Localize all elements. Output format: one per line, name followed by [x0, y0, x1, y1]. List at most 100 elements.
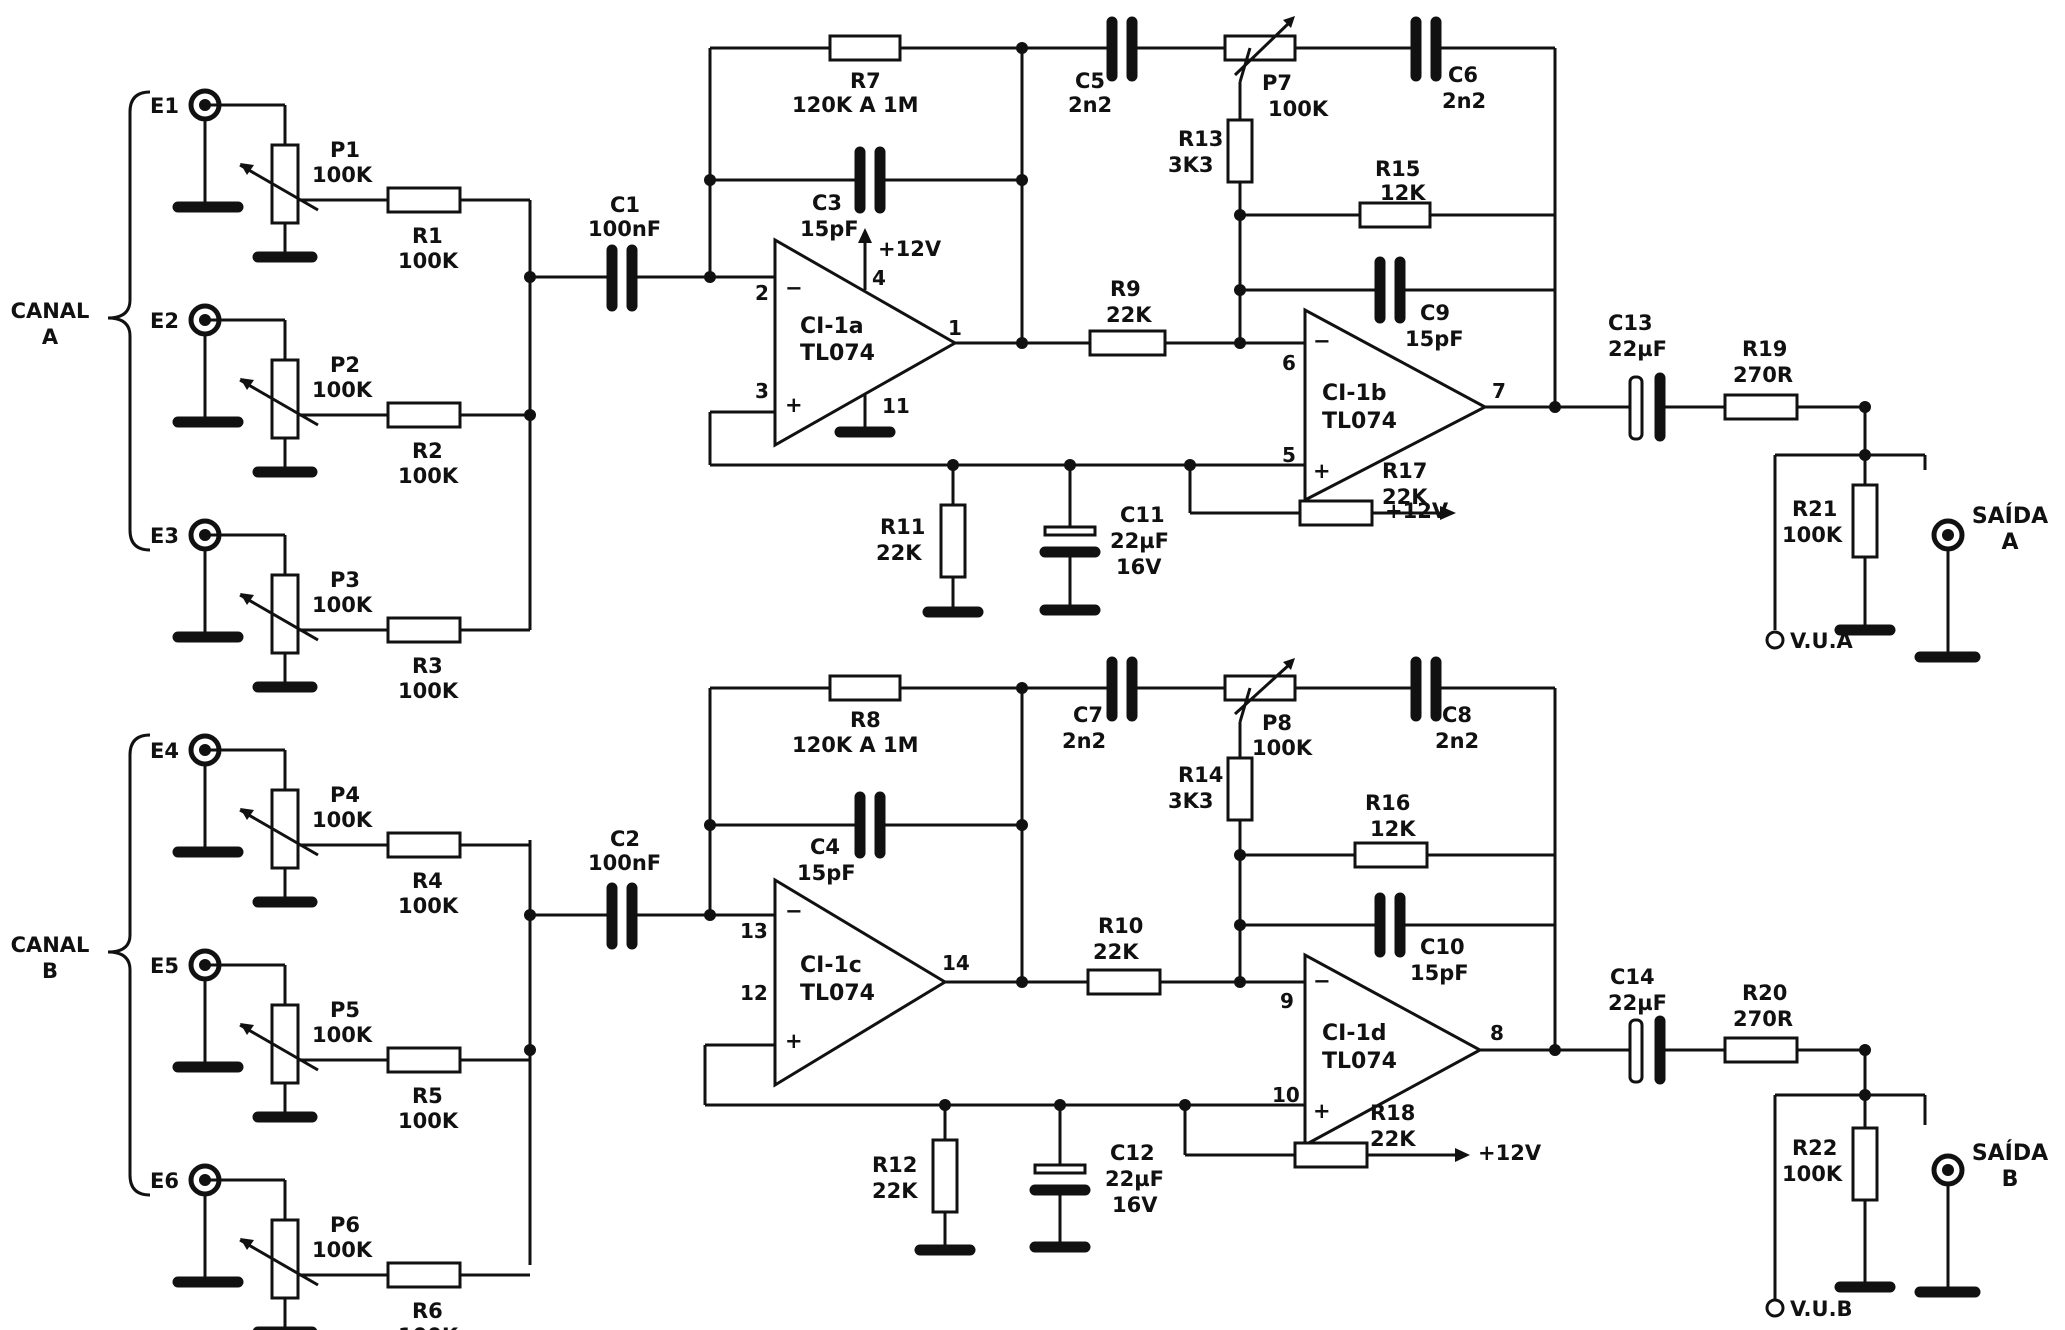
resistor-r6-value: 100K	[398, 1324, 459, 1330]
r22-value: 100K	[1782, 1162, 1843, 1186]
ci1b-name: CI-1b	[1322, 381, 1387, 406]
r15-name: R15	[1375, 157, 1420, 181]
r13-value: 3K3	[1168, 153, 1214, 177]
r16-resistor	[1353, 841, 1429, 869]
pin-1: 1	[948, 316, 962, 340]
supply-ci1a: +12V	[878, 237, 942, 261]
resistor-r5-value: 100K	[398, 1109, 459, 1133]
c10-name: C10	[1420, 935, 1465, 959]
pot-p6-value: 100K	[312, 1238, 373, 1262]
svg-text:−: −	[785, 276, 803, 300]
input-label-e6: E6	[150, 1169, 179, 1193]
pin-8: 8	[1490, 1021, 1504, 1045]
supply-r18: +12V	[1478, 1141, 1542, 1165]
input-label-e5: E5	[150, 954, 179, 978]
channel-b-brace	[107, 733, 151, 1197]
vu-a-terminal	[1765, 630, 1785, 650]
vu-b-terminal	[1765, 1298, 1785, 1318]
pot-p2-value: 100K	[312, 378, 373, 402]
svg-text:+: +	[785, 393, 803, 417]
r13-resistor	[1226, 118, 1254, 184]
c12-value: 22µF	[1105, 1167, 1164, 1191]
c3-name: C3	[812, 191, 842, 215]
r11-value: 22K	[876, 541, 922, 565]
r15-value: 12K	[1380, 181, 1426, 205]
r14-name: R14	[1178, 763, 1223, 787]
c8-name: C8	[1442, 703, 1472, 727]
resistor-r6	[386, 1261, 462, 1289]
input-label-e4: E4	[150, 739, 179, 763]
c14-capacitor	[1628, 1018, 1644, 1084]
pot-p1-name: P1	[330, 138, 360, 162]
r18-name: R18	[1370, 1101, 1415, 1125]
r14-resistor	[1226, 756, 1254, 822]
r20-name: R20	[1742, 981, 1787, 1005]
c10-value: 15pF	[1410, 961, 1469, 985]
c11-name: C11	[1120, 503, 1165, 527]
pin-4: 4	[872, 266, 886, 290]
svg-text:−: −	[785, 899, 803, 923]
ci1b-part: TL074	[1322, 409, 1397, 434]
r10-name: R10	[1098, 914, 1143, 938]
pot-p2-name: P2	[330, 353, 360, 377]
pot-p4-name: P4	[330, 783, 360, 807]
c4-value: 15pF	[797, 861, 856, 885]
c13-value: 22µF	[1608, 337, 1667, 361]
resistor-r1-name: R1	[412, 224, 443, 248]
pot-p5-name: P5	[330, 998, 360, 1022]
svg-text:−: −	[1313, 329, 1331, 353]
r21-name: R21	[1792, 497, 1837, 521]
r15-resistor	[1358, 201, 1432, 229]
c2-value: 100nF	[588, 851, 661, 875]
r18-value: 22K	[1370, 1127, 1416, 1151]
r10-resistor	[1086, 968, 1162, 996]
resistor-r2	[386, 401, 462, 429]
c11-value: 22µF	[1110, 529, 1169, 553]
r16-value: 12K	[1370, 817, 1416, 841]
pin-10: 10	[1272, 1083, 1300, 1107]
r19-value: 270R	[1733, 363, 1793, 387]
resistor-r2-value: 100K	[398, 464, 459, 488]
r19-name: R19	[1742, 337, 1787, 361]
r17-name: R17	[1382, 459, 1427, 483]
r21-resistor	[1851, 483, 1879, 559]
pin-11: 11	[882, 394, 910, 418]
vu-b-label: V.U.B	[1790, 1297, 1853, 1321]
resistor-r4-name: R4	[412, 869, 443, 893]
c5-name: C5	[1075, 69, 1105, 93]
pot-p1-value: 100K	[312, 163, 373, 187]
resistor-r1	[386, 186, 462, 214]
supply-r17: +12V	[1385, 499, 1449, 523]
bias-b: R12 22K C12 22µF 16V +12V R18 22K	[872, 1099, 1542, 1256]
r16-name: R16	[1365, 791, 1410, 815]
ci1b-opamp	[1303, 307, 1489, 503]
c11-capacitor	[1043, 525, 1097, 537]
r22-resistor	[1851, 1126, 1879, 1202]
ci1a-opamp	[773, 237, 959, 448]
c14-name: C14	[1610, 965, 1655, 989]
r7-name: R7	[850, 69, 881, 93]
pin-5: 5	[1282, 443, 1296, 467]
r8-resistor	[828, 674, 902, 702]
p8-value: 100K	[1252, 736, 1313, 760]
c11-voltage: 16V	[1116, 555, 1162, 579]
ci1b-stage: C5 2n2 P7 100K R13 3K3 C6 2n2 R15 12K C9…	[1022, 16, 1557, 503]
pin-7: 7	[1492, 379, 1506, 403]
r7-resistor	[828, 34, 902, 62]
r11-name: R11	[880, 515, 925, 539]
r22-name: R22	[1792, 1136, 1837, 1160]
c12-voltage: 16V	[1112, 1193, 1158, 1217]
pot-p2	[270, 358, 300, 440]
resistor-r1-value: 100K	[398, 249, 459, 273]
resistor-r3-name: R3	[412, 654, 443, 678]
ci1d-stage: C7 2n2 P8 100K R14 3K3 C8 2n2 R16 12K C1…	[1022, 656, 1557, 1148]
c13-capacitor	[1628, 375, 1644, 441]
pin-9: 9	[1280, 989, 1294, 1013]
r8-name: R8	[850, 708, 881, 732]
ci1a-stage: R7 120K A 1M C3 15pF CI-1a TL074 −+ 2 3 …	[704, 34, 1295, 467]
r9-resistor	[1088, 329, 1167, 357]
input-label-e1: E1	[150, 94, 179, 118]
